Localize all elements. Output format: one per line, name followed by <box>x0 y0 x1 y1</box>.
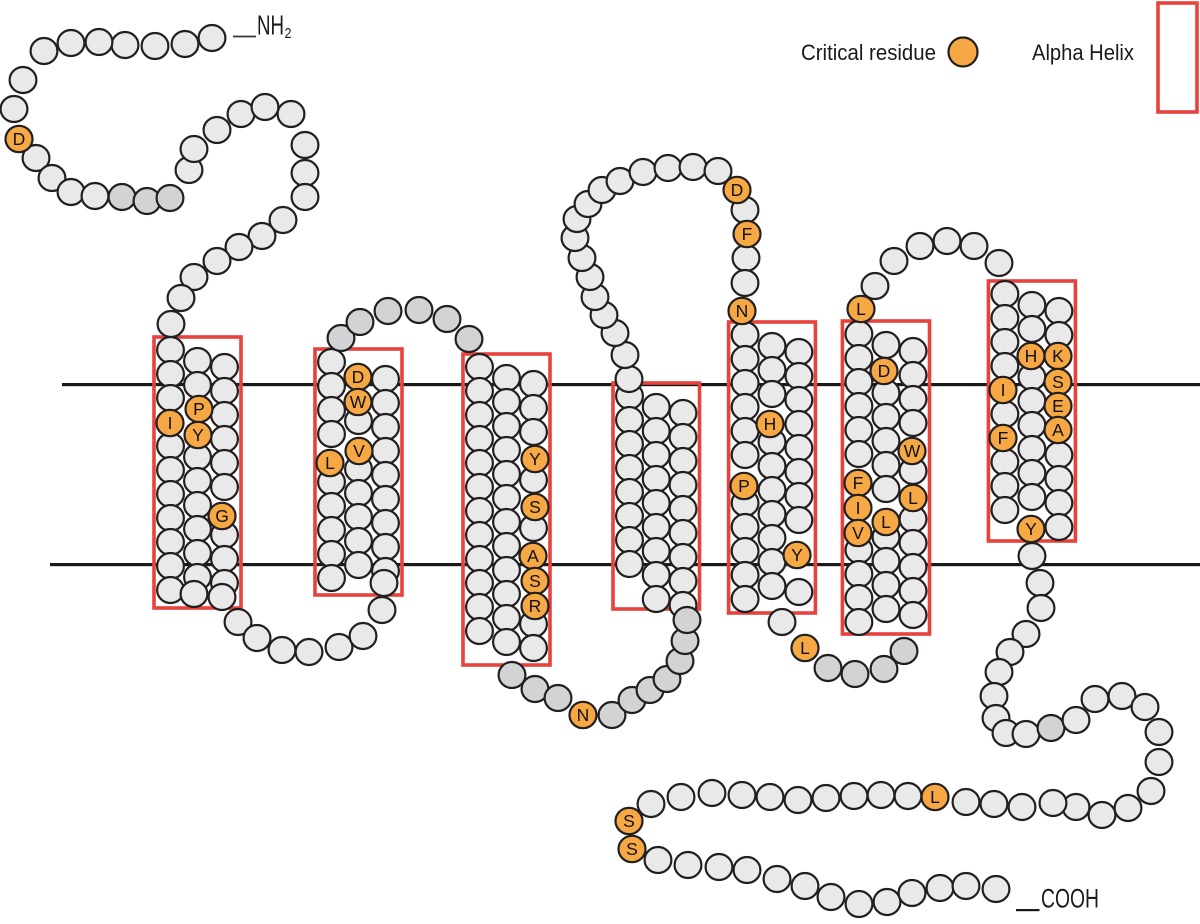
svg-text:V: V <box>852 523 864 543</box>
svg-text:L: L <box>800 638 810 658</box>
svg-text:W: W <box>904 441 921 461</box>
svg-text:G: G <box>215 506 229 526</box>
svg-text:L: L <box>881 512 891 532</box>
svg-text:S: S <box>1052 372 1064 392</box>
svg-text:I: I <box>856 498 861 518</box>
svg-text:F: F <box>853 473 864 493</box>
svg-text:P: P <box>738 476 750 496</box>
svg-text:R: R <box>529 596 542 616</box>
svg-text:Critical residue: Critical residue <box>801 40 936 65</box>
svg-text:A: A <box>527 546 539 566</box>
svg-text:S: S <box>529 497 541 517</box>
svg-text:Alpha Helix: Alpha Helix <box>1032 40 1134 65</box>
svg-text:S: S <box>623 811 635 831</box>
svg-text:L: L <box>908 488 918 508</box>
svg-text:N: N <box>577 705 590 725</box>
svg-text:I: I <box>1001 380 1006 400</box>
svg-text:H: H <box>764 414 777 434</box>
svg-text:Y: Y <box>192 425 204 445</box>
svg-text:F: F <box>742 224 753 244</box>
svg-text:D: D <box>731 180 744 200</box>
svg-text:Y: Y <box>529 449 541 469</box>
svg-text:V: V <box>353 441 365 461</box>
svg-text:2: 2 <box>285 25 292 42</box>
svg-text:COOH: COOH <box>1041 884 1099 914</box>
svg-text:E: E <box>1052 396 1064 416</box>
svg-text:D: D <box>13 129 26 149</box>
svg-text:NH: NH <box>257 10 284 41</box>
svg-text:Y: Y <box>1025 519 1037 539</box>
svg-text:K: K <box>1052 346 1064 366</box>
svg-text:Y: Y <box>791 545 803 565</box>
svg-text:H: H <box>1025 346 1038 366</box>
svg-text:N: N <box>736 301 749 321</box>
svg-text:S: S <box>529 571 541 591</box>
svg-text:L: L <box>856 299 866 319</box>
svg-text:W: W <box>350 392 367 412</box>
svg-text:L: L <box>930 787 940 807</box>
svg-text:D: D <box>878 361 891 381</box>
svg-text:F: F <box>998 428 1009 448</box>
svg-text:A: A <box>1052 420 1064 440</box>
svg-text:L: L <box>325 453 335 473</box>
svg-text:P: P <box>193 399 205 419</box>
svg-text:S: S <box>626 839 638 859</box>
svg-text:D: D <box>352 367 365 387</box>
svg-text:I: I <box>168 413 173 433</box>
